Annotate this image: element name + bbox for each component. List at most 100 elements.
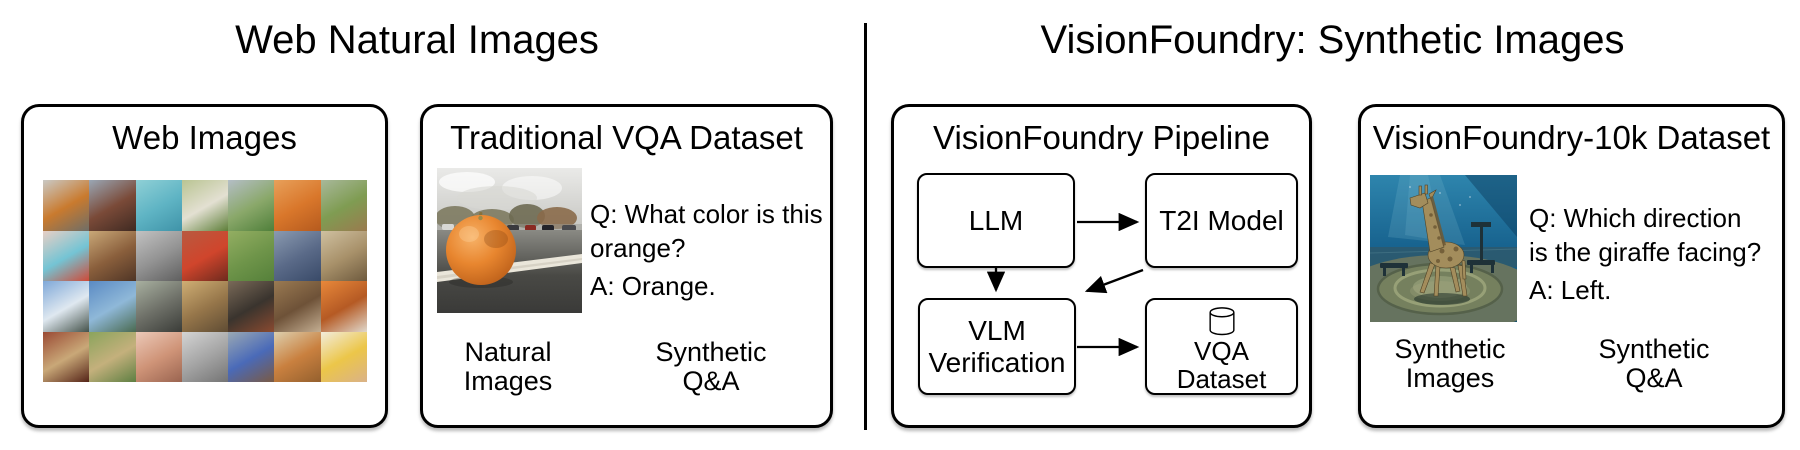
giraffe-photo bbox=[1370, 175, 1517, 322]
giraffe-tail bbox=[1461, 259, 1467, 280]
patch bbox=[1436, 259, 1440, 263]
node-llm: LLM bbox=[917, 173, 1075, 268]
car bbox=[562, 225, 576, 231]
web-image-tile-framed-photo bbox=[89, 230, 136, 281]
particle bbox=[1409, 186, 1411, 188]
answer-line: A: Orange. bbox=[590, 271, 716, 301]
patch bbox=[1433, 225, 1437, 229]
web-images-box-title: Web Images bbox=[112, 119, 297, 156]
web-image-tile-motorcycles bbox=[135, 281, 182, 332]
web-image-tile-toothbrush bbox=[43, 230, 90, 281]
node-t2i-label: T2I Model bbox=[1159, 204, 1284, 236]
pipeline-box-title: VisionFoundry Pipeline bbox=[933, 119, 1270, 156]
particle bbox=[1439, 192, 1441, 194]
web-image-tile-shop-interior bbox=[181, 281, 229, 332]
web-image-tile-family-dinner bbox=[181, 230, 229, 281]
web-image-tile-bw-cattle-field bbox=[135, 230, 182, 281]
patch bbox=[1447, 256, 1453, 262]
label-synthetic-images: Synthetic Images bbox=[1394, 334, 1506, 393]
node-t2i-model: T2I Model bbox=[1145, 173, 1298, 268]
web-image-tile-pizza-table bbox=[274, 331, 321, 382]
bench-left bbox=[1380, 263, 1408, 268]
web-image-tile-computer-monitor bbox=[228, 281, 275, 332]
car bbox=[442, 224, 454, 230]
giraffe-mane bbox=[1430, 196, 1446, 246]
label-natural-images: Natural Images bbox=[463, 337, 553, 396]
giraffe-head bbox=[1409, 192, 1429, 209]
web-image-tile-dogs-on-grass bbox=[228, 230, 275, 281]
question-line: is the giraffe facing? bbox=[1529, 237, 1762, 267]
traditional-vqa-box: Traditional VQA Dataset bbox=[420, 104, 833, 428]
giraffe-patches bbox=[1429, 196, 1459, 263]
bench-right bbox=[1467, 260, 1495, 265]
particle bbox=[1469, 196, 1471, 198]
label-synthetic-qa: Synthetic Q&A bbox=[1598, 334, 1710, 393]
answer-line: A: Left. bbox=[1529, 275, 1612, 305]
web-image-tile-baby-face bbox=[135, 331, 182, 382]
particle bbox=[1459, 204, 1461, 206]
car bbox=[542, 225, 554, 231]
node-vqa-label: VQA Dataset bbox=[1176, 336, 1267, 394]
patch bbox=[1429, 213, 1433, 217]
web-image-tile-baseball-game bbox=[320, 180, 367, 231]
web-image-tile-banana-crackers bbox=[320, 331, 367, 382]
dataset-box: VisionFoundry-10k Dataset bbox=[1358, 104, 1785, 428]
web-images-grid bbox=[43, 180, 367, 382]
web-image-tile-bw-carving bbox=[181, 331, 229, 382]
pipeline-arrows bbox=[986, 212, 1144, 357]
tree bbox=[509, 204, 545, 228]
qa-block: Q: What color is this orange? A: Orange. bbox=[590, 197, 830, 303]
sign-post bbox=[1480, 225, 1483, 261]
web-image-tile-street-bus bbox=[228, 331, 275, 382]
bench-leg bbox=[1383, 268, 1386, 276]
benches bbox=[1380, 222, 1495, 276]
web-image-tile-clock-tower bbox=[89, 180, 136, 231]
cloud bbox=[439, 172, 495, 192]
web-image-tile-sepia-farm bbox=[320, 230, 367, 281]
giraffe-ossicone bbox=[1424, 184, 1428, 195]
car bbox=[507, 225, 519, 231]
web-image-tile-kite-field bbox=[228, 180, 275, 231]
right-section-title: VisionFoundry: Synthetic Images bbox=[1040, 18, 1625, 62]
qa-block: Q: Which direction is the giraffe facing… bbox=[1529, 201, 1781, 307]
web-image-tile-kites-in-sky bbox=[43, 281, 90, 332]
node-llm-label: LLM bbox=[968, 204, 1024, 236]
question-line: Q: Which direction bbox=[1529, 203, 1742, 233]
node-vlm-label: VLM Verification bbox=[928, 314, 1066, 378]
arrow-t2i-to-vlm bbox=[1084, 268, 1144, 294]
question-line: orange? bbox=[590, 233, 686, 263]
web-image-tile-baseball-batter bbox=[274, 230, 321, 281]
section-divider bbox=[864, 23, 867, 430]
tree bbox=[537, 207, 577, 229]
traditional-vqa-box-title: Traditional VQA Dataset bbox=[450, 119, 803, 156]
patch bbox=[1437, 236, 1441, 240]
sign-board bbox=[1471, 222, 1491, 227]
web-image-tile-restaurant-diners bbox=[43, 331, 90, 382]
label-synthetic-qa: Synthetic Q&A bbox=[655, 337, 767, 396]
orange-calyx bbox=[478, 215, 483, 221]
giraffe-shadow bbox=[1414, 293, 1470, 305]
web-image-tile-orange-living-room bbox=[320, 281, 367, 332]
dataset-box-title: VisionFoundry-10k Dataset bbox=[1372, 119, 1771, 156]
bench-leg bbox=[1470, 265, 1473, 273]
web-image-tile-bear-closeup bbox=[274, 281, 321, 332]
orange-photo bbox=[437, 168, 582, 313]
giraffe-hind-leg bbox=[1457, 264, 1468, 297]
pipeline-box: VisionFoundry Pipeline LLM T2I Model VLM… bbox=[891, 104, 1312, 428]
bench-leg bbox=[1491, 265, 1494, 273]
database-icon bbox=[1208, 307, 1235, 336]
orange-highlight bbox=[459, 226, 479, 242]
car bbox=[525, 225, 536, 231]
web-images-box: Web Images bbox=[21, 104, 388, 428]
orange-blotch bbox=[484, 230, 508, 248]
patch bbox=[1453, 246, 1459, 252]
web-image-tile-orange-on-road bbox=[43, 180, 90, 231]
web-image-tile-zoo-giraffes bbox=[89, 331, 136, 382]
web-image-tile-desert-airplane bbox=[274, 180, 321, 231]
web-image-tile-sheep-on-grass bbox=[181, 180, 229, 231]
dark-water-corner bbox=[1465, 175, 1517, 237]
giraffe-ossicone bbox=[1418, 185, 1422, 196]
web-image-tile-surfer-wave bbox=[135, 180, 182, 231]
orange-fruit bbox=[446, 215, 516, 285]
node-vlm-verification: VLM Verification bbox=[918, 298, 1076, 395]
